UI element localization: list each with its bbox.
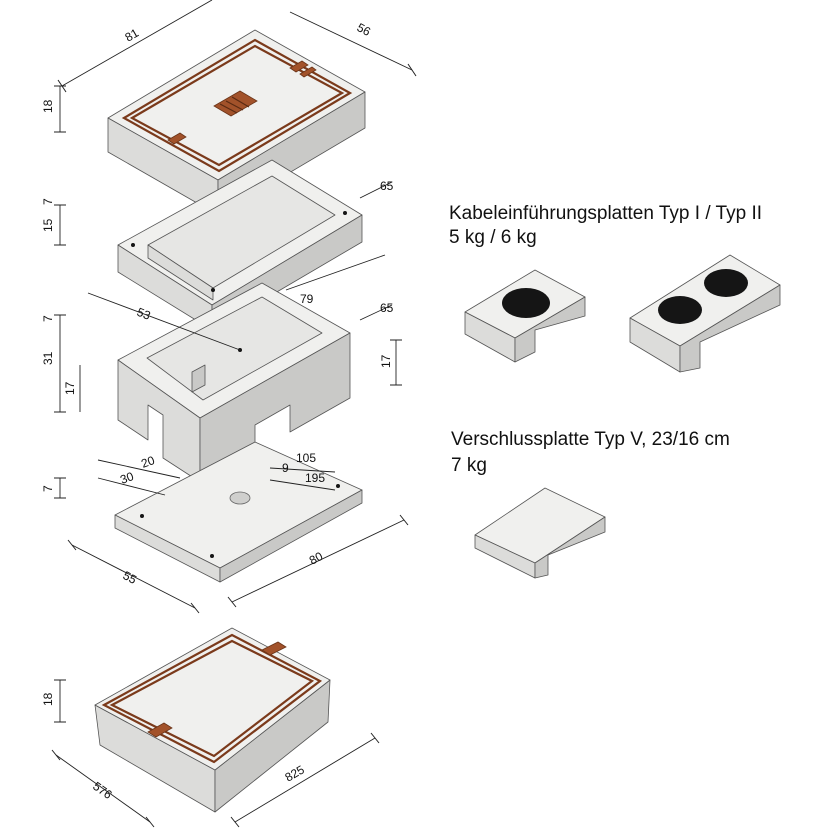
cable-plate-type2	[629, 254, 781, 373]
body-block	[117, 282, 351, 483]
dim-cover-height: 18	[41, 99, 55, 113]
cable-plates-title: Kabeleinführungsplatten Typ I / Typ II	[449, 203, 763, 224]
base-plate	[114, 441, 363, 583]
dim-cover-width: 56	[355, 20, 374, 39]
cover-grate-icon	[213, 90, 258, 117]
dim-opening-a: 20	[139, 453, 157, 471]
cable-hole-icon	[704, 269, 748, 297]
dim-body-wall: 65	[380, 301, 394, 315]
dim-opening-c: 9	[282, 461, 289, 475]
closure-plate-type5	[474, 487, 606, 579]
dim-frame-wall: 65	[380, 179, 394, 193]
dim-base-width: 55	[121, 568, 140, 587]
dimension-lines	[51, 0, 417, 828]
dim-opening-e: 195	[305, 471, 325, 485]
dim-frame-inner: 53	[135, 305, 153, 323]
dim-body-opening-right: 17	[379, 354, 393, 368]
cable-plate-type1	[464, 269, 586, 363]
dim-base-height: 7	[41, 485, 55, 492]
dim-body-opening: 17	[63, 381, 77, 395]
cable-hole-icon	[658, 296, 702, 324]
closure-plate-title: Verschlussplatte Typ V, 23/16 cm	[451, 429, 730, 450]
frame-block	[117, 159, 363, 331]
closure-plate-weight: 7 kg	[451, 455, 487, 476]
dim-base-length: 80	[307, 549, 326, 568]
alt-cover-block	[94, 627, 331, 813]
dim-opening-d: 105	[296, 451, 316, 465]
dim-frame-height: 15	[41, 218, 55, 232]
cable-hole-icon	[502, 288, 550, 318]
dim-frame-top: 7	[41, 198, 55, 205]
dim-body-height: 31	[41, 351, 55, 365]
dim-opening-b: 30	[118, 469, 136, 487]
dim-body-top: 7	[41, 315, 55, 322]
dim-alt-cover-height: 18	[41, 692, 55, 706]
dim-frame-outer: 79	[300, 292, 314, 306]
dim-cover-length: 81	[123, 26, 142, 45]
cable-plates-weight: 5 kg / 6 kg	[449, 227, 537, 248]
